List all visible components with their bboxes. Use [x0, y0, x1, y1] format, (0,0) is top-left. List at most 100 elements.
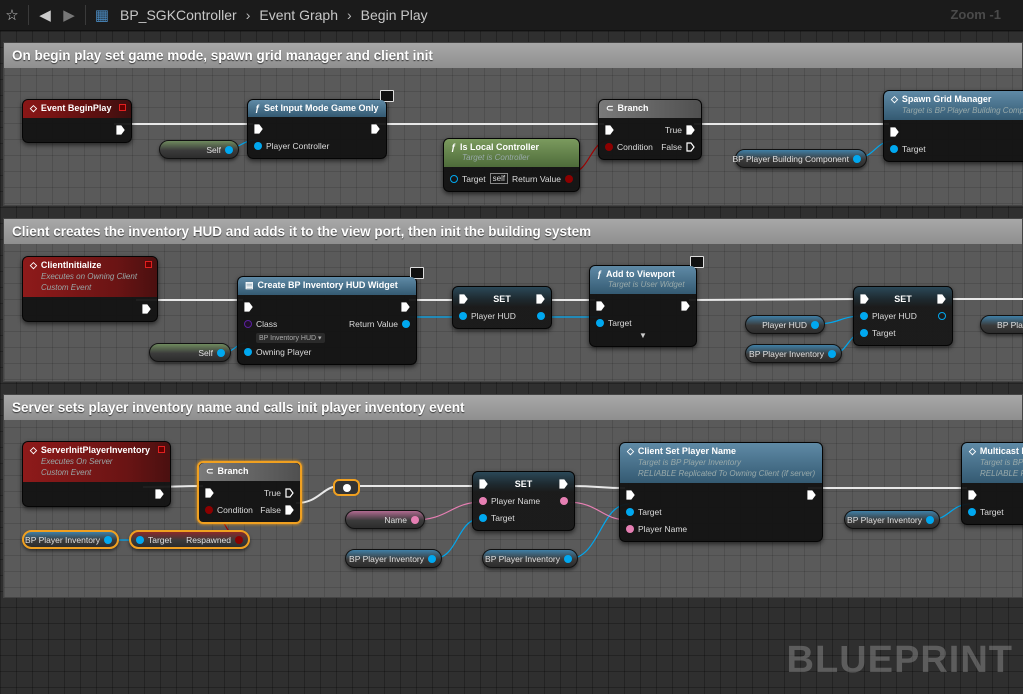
obj-pin[interactable] [890, 144, 898, 153]
variable-player-hud[interactable]: Player HUD [745, 315, 825, 334]
exec-pin[interactable] [968, 489, 977, 500]
exec-pin[interactable] [536, 293, 545, 304]
breadcrumb-blueprint[interactable]: BP_SGKController [120, 7, 237, 23]
node-header[interactable]: ⊂Branch [199, 463, 300, 481]
exec-pin[interactable] [807, 489, 816, 500]
obj-pin[interactable] [459, 311, 467, 320]
obj-pin[interactable] [217, 348, 225, 357]
obj-pin[interactable] [254, 141, 262, 150]
exec-pin[interactable] [686, 124, 695, 135]
exec-pin[interactable] [254, 123, 263, 134]
variable-bp-inv-cut[interactable]: BP Player Inventory [980, 315, 1023, 334]
exec-pin[interactable] [681, 300, 690, 311]
bool-pin[interactable] [605, 142, 613, 151]
obj-pin[interactable] [860, 328, 868, 337]
str-pin[interactable] [411, 515, 419, 524]
exec-pin[interactable] [626, 489, 635, 500]
obj-pin[interactable] [860, 311, 868, 320]
obj-pin[interactable] [479, 513, 487, 522]
hollow-pin[interactable] [450, 174, 458, 183]
str-pin[interactable] [560, 496, 568, 505]
exec-pin[interactable] [244, 301, 253, 312]
exec-pin[interactable] [559, 478, 568, 489]
obj-pin[interactable] [402, 319, 410, 328]
pin-default-value[interactable]: self [489, 173, 509, 184]
breadcrumb-begin-play[interactable]: Begin Play [360, 7, 428, 23]
variable-self-1[interactable]: Self [159, 140, 239, 159]
bool-pin[interactable] [205, 505, 213, 514]
exec-pin-unconnected[interactable] [686, 141, 695, 152]
obj-pin[interactable] [428, 554, 436, 563]
obj-pin[interactable] [968, 507, 976, 516]
exec-pin[interactable] [596, 300, 605, 311]
exec-pin[interactable] [937, 293, 946, 304]
exec-pin[interactable] [459, 293, 468, 304]
graph-canvas[interactable]: On begin play set game mode, spawn grid … [0, 31, 1023, 694]
arrow-right-icon[interactable]: ▶ [63, 7, 75, 24]
node-event-begin-play[interactable]: ◇Event BeginPlay [22, 99, 133, 143]
node-header[interactable]: ⊂Branch [599, 100, 701, 118]
bool-pin[interactable] [565, 174, 573, 183]
comment-title[interactable]: Server sets player inventory name and ca… [4, 395, 1022, 420]
variable-name-var[interactable]: Name [345, 510, 425, 529]
obj-pin[interactable] [136, 535, 144, 544]
variable-bp-inv-4[interactable]: BP Player Inventory [844, 510, 940, 529]
obj-pin[interactable] [596, 318, 604, 327]
star-icon[interactable]: ☆ [5, 7, 19, 24]
obj-pin[interactable] [828, 349, 836, 358]
node-header[interactable]: ▤Create BP Inventory HUD Widget [238, 277, 416, 295]
variable-bp-inv-2[interactable]: BP Player Inventory [345, 549, 442, 568]
delegate-pin-icon[interactable] [157, 446, 165, 453]
node-header[interactable]: ◇Event BeginPlay [23, 100, 132, 118]
variable-bp-inv-3[interactable]: BP Player Inventory [482, 549, 578, 568]
obj-pin[interactable] [853, 154, 861, 163]
obj-pin[interactable] [537, 311, 545, 320]
exec-pin[interactable] [116, 124, 126, 135]
exec-pin[interactable] [605, 124, 614, 135]
obj-pin[interactable] [244, 347, 252, 356]
comment-title[interactable]: Client creates the inventory HUD and add… [4, 219, 1022, 244]
variable-self-2[interactable]: Self [149, 343, 231, 362]
delegate-pin-icon[interactable] [145, 261, 153, 268]
comment-title[interactable]: On begin play set game mode, spawn grid … [4, 43, 1022, 68]
variable-bp-building[interactable]: BP Player Building Component [732, 149, 867, 168]
exec-pin[interactable] [370, 123, 380, 134]
exec-pin[interactable] [479, 478, 488, 489]
obj-pin[interactable] [926, 515, 934, 524]
exec-pin[interactable] [285, 504, 294, 515]
delegate-pin-icon[interactable] [119, 104, 127, 111]
obj-pin[interactable] [104, 535, 112, 544]
exec-pin-unconnected[interactable] [285, 487, 294, 498]
arrow-left-icon[interactable]: ◀ [39, 7, 51, 24]
cls-pin[interactable] [244, 319, 252, 328]
reroute-node[interactable] [333, 479, 360, 496]
obj-pin[interactable] [811, 320, 819, 329]
class-dropdown[interactable]: BP Inventory HUD ▾ [256, 332, 325, 343]
obj-pin[interactable] [225, 145, 233, 154]
exec-pin[interactable] [155, 488, 164, 499]
expand-arrow-icon[interactable]: ▼ [639, 331, 647, 340]
hollow-pin[interactable] [938, 311, 946, 320]
exec-pin[interactable] [205, 487, 214, 498]
variable-bp-inv-1[interactable]: BP Player Inventory [745, 344, 842, 363]
exec-pin[interactable] [401, 301, 410, 312]
breadcrumb-event-graph[interactable]: Event Graph [259, 7, 338, 23]
